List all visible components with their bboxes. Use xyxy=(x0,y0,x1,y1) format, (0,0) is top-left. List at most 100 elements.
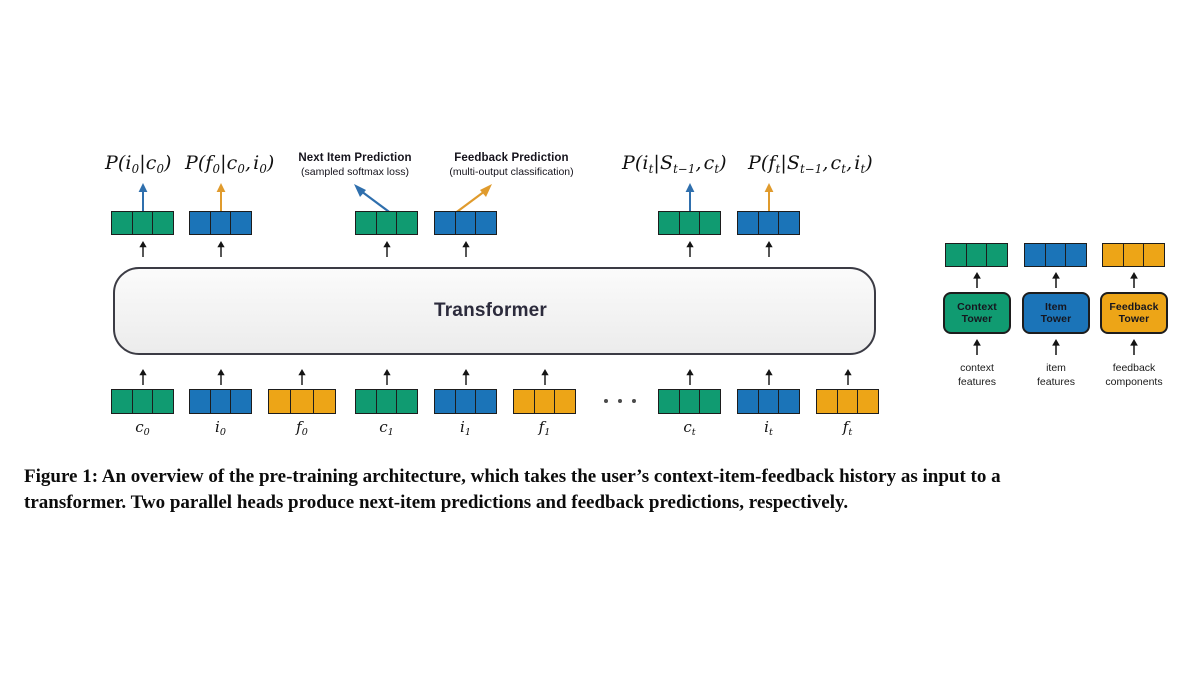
ellipsis-dot xyxy=(618,399,622,403)
arrow-up-next-item-0 xyxy=(138,183,148,213)
arrow-up-transformer-out-4 xyxy=(686,241,694,257)
arrow-up-feedback-0 xyxy=(216,183,226,213)
block-cell xyxy=(534,390,556,413)
head-subtitle: (sampled softmax loss) xyxy=(301,166,409,178)
ellipsis-dot xyxy=(632,399,636,403)
block-cell xyxy=(132,212,154,234)
figure-caption: Figure 1: An overview of the pre-trainin… xyxy=(24,464,1180,516)
arrow-up-input-8 xyxy=(844,369,852,385)
block-cell xyxy=(966,244,988,266)
arrow-up-context-features xyxy=(973,339,981,355)
arrow-up-input-0 xyxy=(139,369,147,385)
arrow-up-transformer-out-0 xyxy=(139,241,147,257)
caption-line-1: Figure 1: An overview of the pre-trainin… xyxy=(24,466,1001,487)
input-block-i1 xyxy=(434,389,497,414)
input-block-c1 xyxy=(355,389,418,414)
block-cell xyxy=(514,390,535,413)
input-block-ft xyxy=(816,389,879,414)
context-tower-box[interactable]: Context Tower xyxy=(943,292,1011,334)
head-subtitle: (multi-output classification) xyxy=(449,166,574,178)
feedback-tower-box[interactable]: Feedback Tower xyxy=(1100,292,1168,334)
arrow-up-input-7 xyxy=(765,369,773,385)
block-cell xyxy=(779,390,800,413)
head-annotation-feedback-prediction: Feedback Prediction (multi-output classi… xyxy=(424,151,599,179)
block-cell xyxy=(738,212,759,234)
input-block-it xyxy=(737,389,800,414)
arrow-up-transformer-out-1 xyxy=(217,241,225,257)
arrow-up-tower-item-out xyxy=(1052,272,1060,288)
tower-line2: Tower xyxy=(961,313,993,325)
output-block-feedback-head xyxy=(434,211,497,235)
block-cell xyxy=(659,390,680,413)
input-block-c0 xyxy=(111,389,174,414)
block-cell xyxy=(476,390,497,413)
block-cell xyxy=(946,244,967,266)
block-cell xyxy=(269,390,292,413)
input-caption-f1: f1 xyxy=(538,418,551,439)
block-cell xyxy=(987,244,1008,266)
block-cell xyxy=(376,212,398,234)
block-cell xyxy=(132,390,154,413)
block-cell xyxy=(1025,244,1046,266)
tower-output-block-item xyxy=(1024,243,1087,267)
input-caption-c0: c0 xyxy=(135,418,150,439)
block-cell xyxy=(758,212,780,234)
block-cell xyxy=(659,212,680,234)
feedback-components-label: feedback components xyxy=(1084,361,1184,389)
block-cell xyxy=(153,390,174,413)
block-cell xyxy=(376,390,398,413)
arrow-up-tower-context-out xyxy=(973,272,981,288)
item-features-label: item features xyxy=(1006,361,1106,389)
block-cell xyxy=(210,390,232,413)
output-block-context-0 xyxy=(111,211,174,235)
arrow-up-transformer-out-5 xyxy=(765,241,773,257)
block-cell xyxy=(291,390,314,413)
block-cell xyxy=(190,390,211,413)
context-features-label: context features xyxy=(927,361,1027,389)
arrow-up-input-1 xyxy=(217,369,225,385)
arrow-up-tower-feedback-out xyxy=(1130,272,1138,288)
ellipsis-dot xyxy=(604,399,608,403)
transformer-label: Transformer xyxy=(433,300,548,321)
input-block-f1 xyxy=(513,389,576,414)
arrow-up-next-item-t xyxy=(685,183,695,213)
tower-line1: Item xyxy=(1045,300,1067,313)
item-tower-box[interactable]: Item Tower xyxy=(1022,292,1090,334)
output-label-p-i0-c0: P(i0|c0) xyxy=(105,152,172,176)
input-caption-ft: ft xyxy=(842,418,853,439)
block-cell xyxy=(435,212,456,234)
input-block-f0 xyxy=(268,389,336,414)
block-cell xyxy=(231,212,252,234)
arrow-up-input-6 xyxy=(686,369,694,385)
feature-line1: feedback xyxy=(1112,362,1156,374)
feature-line1: context xyxy=(960,362,994,374)
block-cell xyxy=(455,390,477,413)
arrow-diagonal-feedback-prediction xyxy=(453,184,492,215)
tower-line2: Tower xyxy=(1040,313,1072,325)
tower-line2: Tower xyxy=(1118,313,1150,325)
input-block-ct xyxy=(658,389,721,414)
block-cell xyxy=(700,212,721,234)
arrow-up-feedback-components xyxy=(1130,339,1138,355)
feature-line2: features xyxy=(1037,376,1075,388)
block-cell xyxy=(435,390,456,413)
caption-line-2: transformer. Two parallel heads produce … xyxy=(24,492,849,513)
output-block-item-t xyxy=(737,211,800,235)
tower-output-block-feedback xyxy=(1102,243,1165,267)
input-caption-it: it xyxy=(764,418,773,439)
feature-line2: components xyxy=(1105,376,1163,388)
arrow-up-feedback-t xyxy=(764,183,774,213)
block-cell xyxy=(1103,244,1124,266)
output-block-next-item-head xyxy=(355,211,418,235)
block-cell xyxy=(397,390,418,413)
block-cell xyxy=(210,212,232,234)
block-cell xyxy=(555,390,576,413)
input-caption-i1: i1 xyxy=(460,418,471,439)
block-cell xyxy=(779,212,800,234)
head-title: Next Item Prediction xyxy=(298,152,412,164)
block-cell xyxy=(397,212,418,234)
block-cell xyxy=(679,390,701,413)
output-label-p-it-st-1-ct: P(it|St−1, ct) xyxy=(622,152,727,176)
block-cell xyxy=(1144,244,1165,266)
